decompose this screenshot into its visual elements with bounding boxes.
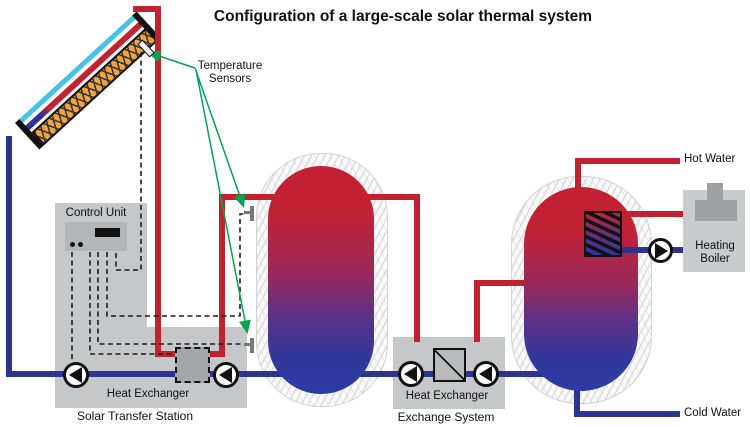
boiler-icon <box>695 200 737 221</box>
pipe-to-tank2 <box>474 280 540 286</box>
temperature-sensors-label: Temperature Sensors <box>197 60 263 86</box>
wire-collector-sensor <box>115 52 142 271</box>
arrow-to-lower-sensor <box>195 69 251 334</box>
control-unit-led <box>78 242 83 247</box>
pipe-hotwater-out <box>575 158 680 164</box>
pipe-tank1-down <box>414 194 420 342</box>
exchange-heat-exchanger-icon <box>433 348 466 382</box>
pipe-tank1-out <box>340 194 420 200</box>
solar-transfer-station-label: Solar Transfer Station <box>76 409 194 423</box>
internal-coil-icon <box>584 211 622 257</box>
boiler-chimney-icon <box>707 183 723 201</box>
station-heat-exchanger-icon <box>175 347 210 383</box>
pipe-collector-top <box>133 6 161 12</box>
exchange-heat-exchanger-label: Heat Exchanger <box>405 390 489 402</box>
wire-tank1-lower-sensor <box>97 252 247 345</box>
temperature-sensor-icon-tank1-lower <box>250 338 254 353</box>
pipe-collector-return <box>6 136 12 377</box>
control-unit-display <box>95 228 120 237</box>
pump-icon-station-1 <box>63 362 89 388</box>
pipe-to-tank1 <box>219 194 285 200</box>
wire-tank1-upper-sensor <box>106 213 247 317</box>
pipe-boiler-hot <box>620 211 683 217</box>
station-heat-exchanger-label: Heat Exchanger <box>106 388 190 400</box>
pump-icon-exchange-1 <box>398 361 424 387</box>
heating-boiler-label: Heating Boiler <box>695 240 735 266</box>
pipe-exchange-up <box>474 280 480 342</box>
pump-icon-boiler <box>648 238 673 263</box>
wire-station-hx <box>89 252 175 355</box>
temperature-sensor-tick-tank1-lower <box>244 343 250 346</box>
pipe-station-hx-up <box>219 194 225 357</box>
pipe-hotwater-up <box>575 158 581 210</box>
temperature-sensor-tick-tank1-upper <box>244 211 250 214</box>
arrow-to-collector-sensor <box>147 50 196 69</box>
tank1-storage <box>268 166 374 394</box>
pipe-into-station-hx <box>155 351 177 357</box>
control-unit-label: Control Unit <box>65 207 127 219</box>
temperature-sensor-icon-tank1-upper <box>250 206 254 221</box>
pipe-station-hx-elbow <box>208 351 225 357</box>
pump-icon-exchange-2 <box>473 361 499 387</box>
cold-water-label: Cold Water <box>684 407 742 419</box>
pipe-coldwater-up <box>574 373 580 417</box>
diagram-title: Configuration of a large-scale solar the… <box>213 8 593 25</box>
hot-water-label: Hot Water <box>684 153 736 165</box>
arrow-to-upper-sensor <box>194 67 246 208</box>
pump-icon-station-2 <box>213 362 239 388</box>
exchange-system-label: Exchange System <box>397 410 495 424</box>
pipe-collector-down <box>155 6 161 357</box>
control-unit-led <box>70 242 75 247</box>
pipe-coldwater-in <box>574 411 680 417</box>
